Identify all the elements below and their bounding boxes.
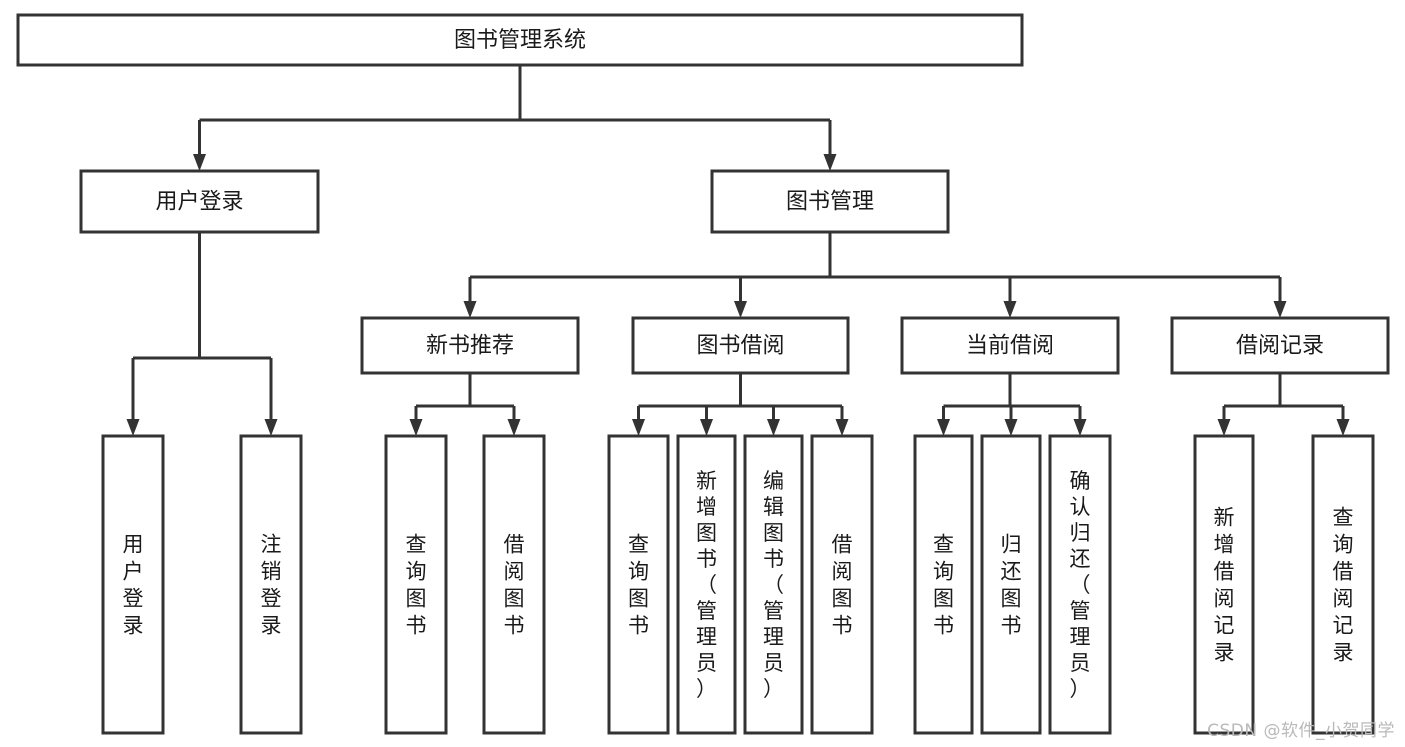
node-label: 用户登录 (123, 533, 144, 638)
node-leaf-user-login[interactable]: 用户登录 (101, 434, 165, 735)
node-leaf-add-book[interactable]: 新增图书（管理员） (676, 434, 737, 735)
node-leaf-confirm-return[interactable]: 确认归还（管理员） (1048, 434, 1112, 735)
arrow-head-icon (126, 419, 140, 436)
node-box (101, 434, 165, 735)
node-label: 新增借阅记录 (1214, 506, 1235, 665)
arrow-head-icon (937, 419, 950, 436)
node-label: 编辑图书（管理员） (763, 469, 784, 701)
connector-layer (126, 65, 1350, 436)
node-label: 借阅图书 (832, 533, 853, 638)
edge-group-new_book_rec (409, 373, 521, 436)
node-leaf-borrow-book-1[interactable]: 借阅图书 (482, 434, 546, 735)
node-label: 查询借阅记录 (1333, 506, 1354, 665)
node-leaf-add-record[interactable]: 新增借阅记录 (1193, 434, 1255, 735)
node-box (79, 169, 320, 234)
node-label: 图书管理系统 (454, 28, 586, 53)
edge-group-book_manage (463, 232, 1287, 318)
arrow-head-icon (1217, 419, 1231, 436)
node-box (1048, 434, 1112, 735)
edge-group-user_login (126, 232, 278, 436)
node-box (16, 13, 1024, 67)
node-label: 图书管理 (786, 190, 874, 215)
node-box (607, 434, 670, 735)
node-box (980, 434, 1042, 735)
node-label: 借阅记录 (1236, 334, 1324, 359)
node-book-borrow[interactable]: 图书借阅 (631, 316, 850, 375)
edge-group-root (193, 65, 837, 171)
node-label: 查询图书 (933, 533, 954, 638)
node-leaf-return-book[interactable]: 归还图书 (980, 434, 1042, 735)
node-label: 图书借阅 (696, 334, 784, 359)
arrow-head-icon (409, 419, 423, 436)
node-layer: 图书管理系统用户登录图书管理新书推荐图书借阅当前借阅借阅记录用户登录注销登录查询… (16, 13, 1390, 735)
node-root[interactable]: 图书管理系统 (16, 13, 1024, 67)
arrow-head-icon (264, 419, 278, 436)
node-leaf-query-book-1[interactable]: 查询图书 (384, 434, 448, 735)
node-box (384, 434, 448, 735)
edge-group-borrow_record (1217, 373, 1350, 436)
node-box (1170, 316, 1390, 375)
node-box (913, 434, 974, 735)
node-label: 新书推荐 (426, 334, 514, 359)
edge-group-current_borrow (937, 373, 1087, 436)
node-borrow-record[interactable]: 借阅记录 (1170, 316, 1390, 375)
arrow-head-icon (835, 419, 849, 436)
node-box (482, 434, 546, 735)
node-label: 注销登录 (261, 533, 282, 638)
node-box (810, 434, 874, 735)
node-box (1193, 434, 1255, 735)
node-label: 归还图书 (1001, 533, 1022, 638)
arrow-head-icon (1073, 419, 1087, 436)
node-book-manage[interactable]: 图书管理 (710, 169, 950, 234)
node-current-borrow[interactable]: 当前借阅 (900, 316, 1120, 375)
arrow-head-icon (700, 419, 713, 436)
arrow-head-icon (734, 301, 747, 318)
node-label: 确认归还（管理员） (1070, 469, 1091, 701)
arrow-head-icon (1336, 419, 1350, 436)
arrow-head-icon (767, 419, 780, 436)
node-new-book-rec[interactable]: 新书推荐 (360, 316, 580, 375)
node-leaf-edit-book[interactable]: 编辑图书（管理员） (743, 434, 804, 735)
node-leaf-logout[interactable]: 注销登录 (239, 434, 303, 735)
arrow-head-icon (1003, 301, 1017, 318)
node-label: 新增图书（管理员） (696, 469, 717, 701)
node-label: 当前借阅 (966, 334, 1054, 359)
node-label: 用户登录 (155, 190, 243, 215)
node-leaf-query-book-3[interactable]: 查询图书 (913, 434, 974, 735)
arrow-head-icon (632, 419, 645, 436)
arrow-head-icon (823, 154, 837, 171)
node-user-login[interactable]: 用户登录 (79, 169, 320, 234)
node-leaf-query-book-2[interactable]: 查询图书 (607, 434, 670, 735)
node-box (239, 434, 303, 735)
arrow-head-icon (193, 154, 206, 171)
node-box (631, 316, 850, 375)
node-box (676, 434, 737, 735)
node-label: 查询图书 (628, 533, 649, 638)
node-box (900, 316, 1120, 375)
node-box (1311, 434, 1375, 735)
arrow-head-icon (1273, 301, 1287, 318)
arrow-head-icon (463, 301, 477, 318)
arrow-head-icon (507, 419, 521, 436)
arrow-head-icon (1004, 419, 1018, 436)
node-label: 查询图书 (406, 533, 427, 638)
node-leaf-query-record[interactable]: 查询借阅记录 (1311, 434, 1375, 735)
edge-group-book_borrow (632, 373, 849, 436)
node-box (360, 316, 580, 375)
node-label: 借阅图书 (504, 533, 525, 638)
node-box (710, 169, 950, 234)
node-box (743, 434, 804, 735)
node-leaf-borrow-book-2[interactable]: 借阅图书 (810, 434, 874, 735)
